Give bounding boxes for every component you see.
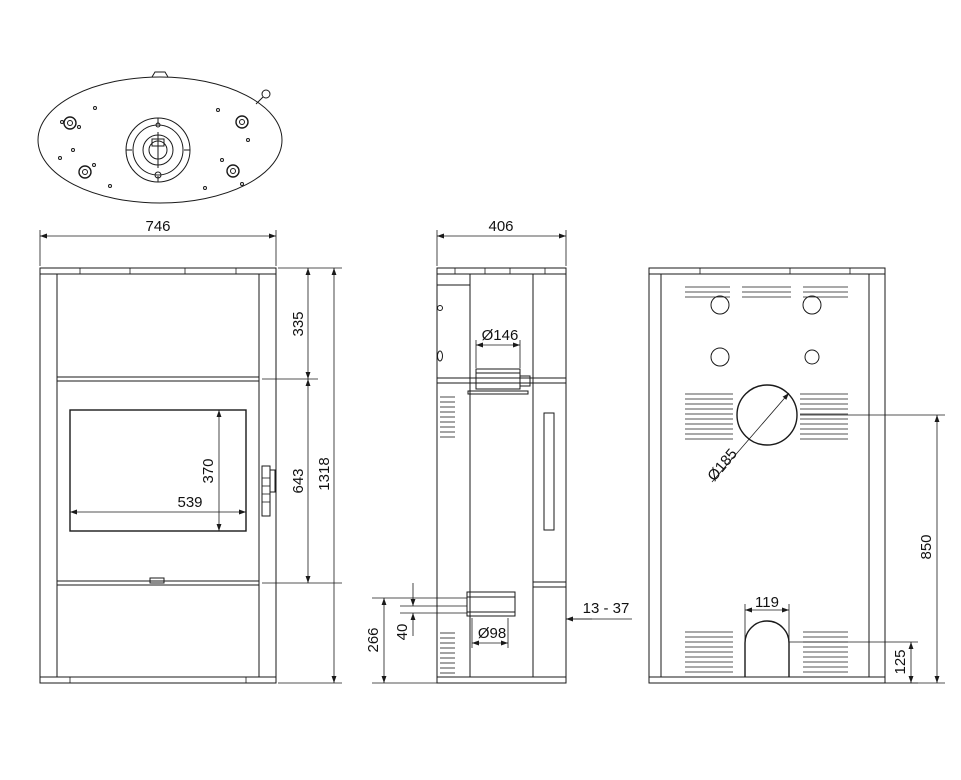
rear-hole-mid-left: [710, 347, 730, 367]
side-window: [543, 412, 555, 531]
rear-vents-bottom: [685, 631, 848, 673]
rear-vents-mid: [685, 393, 848, 440]
top-panel-divider: [56, 376, 260, 382]
label-inlet-size: 40: [394, 624, 411, 641]
rear-body-outline: [648, 267, 886, 684]
dim-flue-diameter: [475, 340, 521, 368]
air-inlet-side: [466, 591, 516, 617]
side-view: [436, 267, 567, 684]
label-flue-diameter: Ø146: [482, 327, 519, 344]
label-outlet-height: 850: [918, 534, 935, 559]
rear-vents-top: [685, 286, 848, 298]
label-glass-width: 539: [177, 494, 202, 511]
label-opening-height: 125: [892, 649, 909, 674]
dim-inlet-diameter: [471, 618, 509, 648]
top-plate-outline: [37, 76, 283, 204]
label-inlet-diameter: Ø98: [478, 625, 506, 642]
dim-outlet-diameter: [711, 392, 790, 483]
rear-hole-top-left: [710, 295, 730, 315]
glass-window: [69, 409, 247, 532]
dim-inlet-heights: [372, 583, 467, 684]
label-front-width: 746: [145, 218, 170, 235]
mounting-holes: [58, 106, 250, 190]
dim-wall-distance: [565, 605, 632, 625]
dim-side-depth: [436, 230, 567, 266]
dim-front-width: [39, 230, 277, 266]
rear-hole-top-right: [802, 295, 822, 315]
dim-opening-width: [744, 604, 790, 640]
side-vents-upper: [440, 396, 455, 438]
label-top-panel-height: 335: [290, 311, 307, 336]
top-notch: [151, 71, 169, 78]
door-handle: [261, 465, 271, 517]
rear-hole-mid-right: [804, 349, 820, 365]
top-view: [37, 71, 283, 204]
rear-air-opening: [744, 620, 790, 677]
front-view: [39, 267, 277, 684]
side-vents-lower: [440, 632, 455, 674]
damper-knob: [261, 89, 271, 99]
rear-flue-outlet: [736, 384, 798, 446]
flue-spigot-side: [475, 368, 521, 390]
label-outlet-diameter: Ø185: [704, 446, 741, 485]
label-total-height: 1318: [316, 457, 333, 490]
dim-front-heights: [262, 267, 342, 684]
dim-glass: [70, 410, 246, 531]
label-side-depth: 406: [488, 218, 513, 235]
label-door-height: 643: [290, 468, 307, 493]
label-glass-height: 370: [200, 458, 217, 483]
flue-collar-inner: [132, 124, 184, 176]
rear-view: [648, 267, 886, 684]
label-opening-width: 119: [755, 594, 779, 611]
side-body-outline: [436, 267, 567, 684]
label-wall-distance: 13 - 37: [583, 600, 630, 617]
leveling-feet: [63, 115, 249, 179]
dim-opening-height: [789, 641, 918, 684]
label-inlet-center-height: 266: [365, 627, 382, 652]
door-divider: [56, 580, 260, 586]
front-body-outline: [39, 267, 277, 684]
